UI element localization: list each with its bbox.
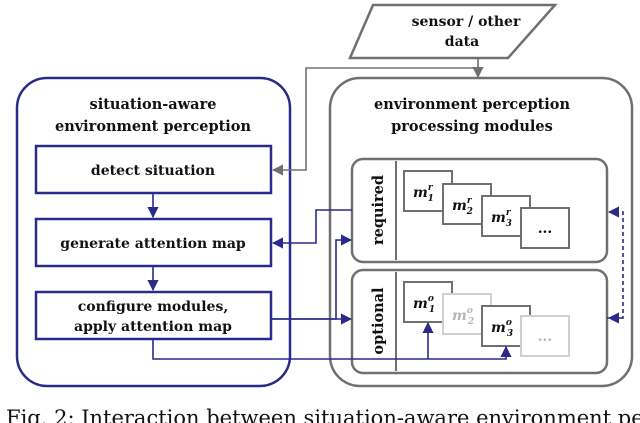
required-label: required xyxy=(370,175,387,245)
processing-modules-panel: environment perception processing module… xyxy=(328,76,634,388)
arrow-sensor-to-detect xyxy=(271,67,478,176)
sensor-label-line2: data xyxy=(445,34,479,50)
arrow-required-to-generate xyxy=(271,209,352,249)
optional-label: optional xyxy=(370,287,387,355)
sensor-label-line1: sensor / other xyxy=(412,14,521,30)
left-panel-title-line1: situation-aware xyxy=(90,96,217,113)
step-configure-modules xyxy=(34,290,273,341)
left-panel-title-line2: environment perception xyxy=(55,118,251,135)
figure-caption: Fig. 2: Interaction between situation-aw… xyxy=(6,406,640,423)
sensor-data-node: sensor / other data xyxy=(348,3,558,60)
module-more-required xyxy=(520,207,570,249)
situation-aware-panel: situation-aware environment perception d… xyxy=(15,76,292,388)
module-more-optional-label: ... xyxy=(538,329,553,345)
right-panel-title-line2: processing modules xyxy=(391,118,553,135)
step-configure-modules-label-line1: configure modules, xyxy=(78,299,228,315)
arrow-configure-to-m3 xyxy=(152,339,512,360)
connector-arrows xyxy=(147,58,624,360)
step-configure-modules-label-line2: apply attention map xyxy=(74,319,232,335)
step-generate-attention-map-label: generate attention map xyxy=(60,236,246,252)
right-panel-title-line1: environment perception xyxy=(374,96,570,113)
step-detect-situation-label: detect situation xyxy=(91,163,215,179)
module-more-optional-faded xyxy=(520,315,570,357)
module-more-required-label: ... xyxy=(538,221,553,237)
step-detect-situation xyxy=(34,144,273,195)
